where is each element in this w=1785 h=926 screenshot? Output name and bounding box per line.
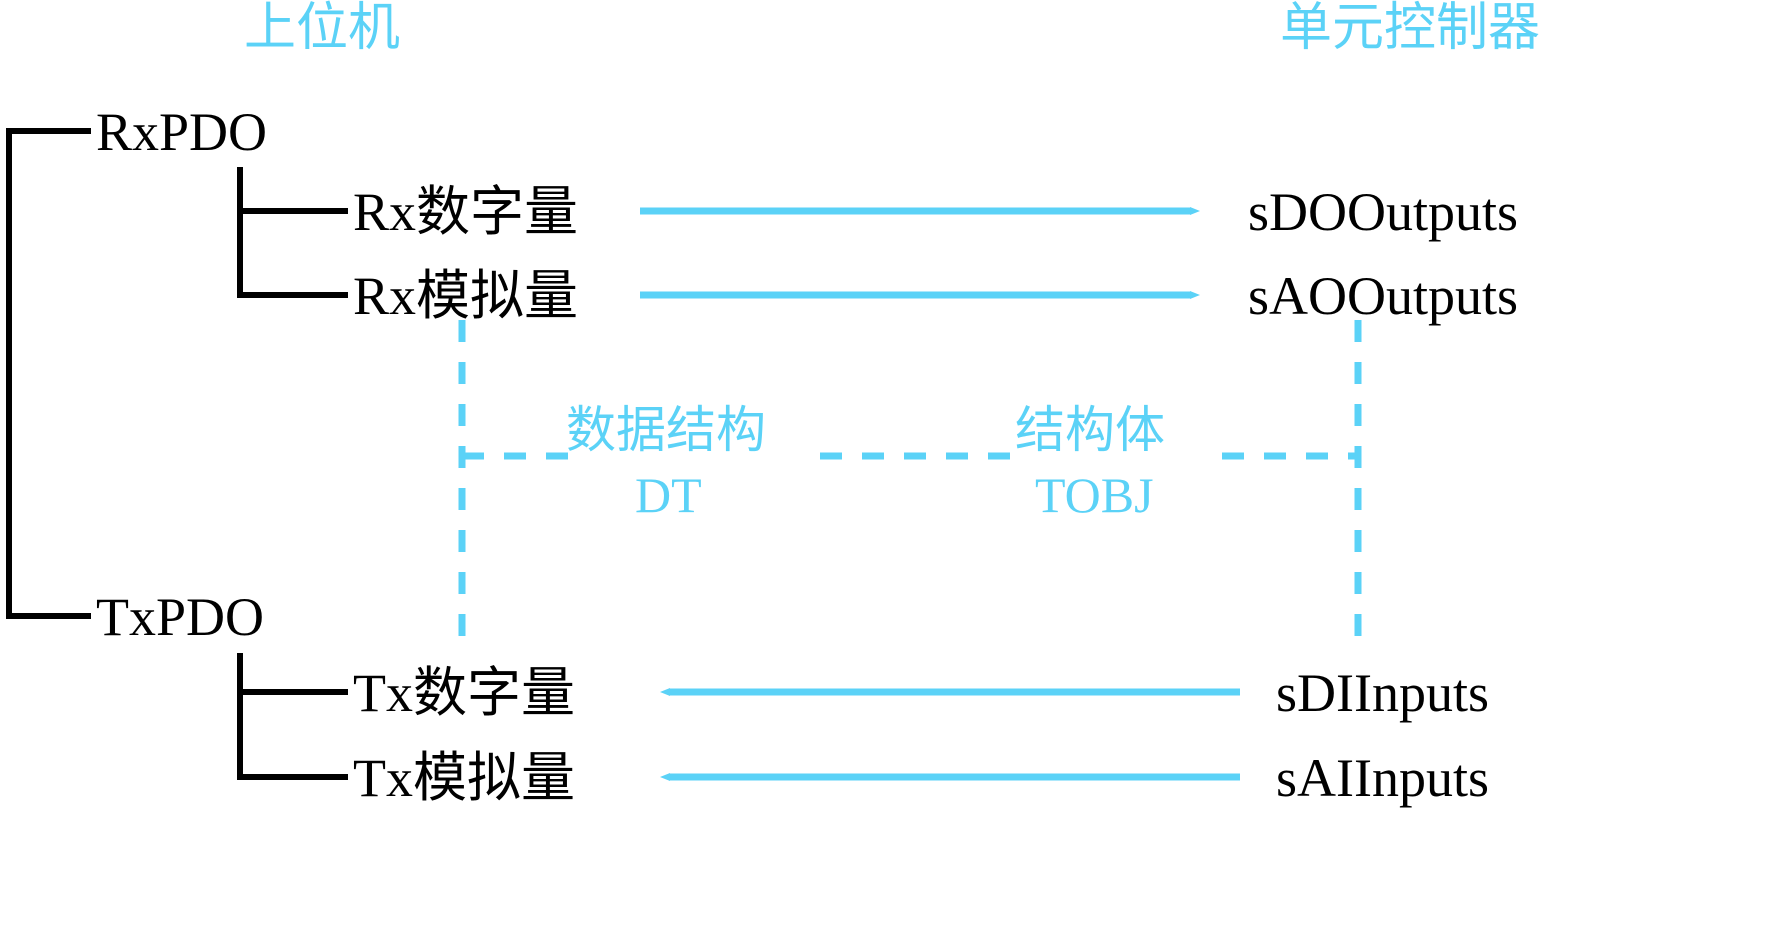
right-node-saiinputs[interactable]: sAIInputs bbox=[1276, 748, 1489, 808]
tree-node-tx-digital[interactable]: Tx数字量 bbox=[353, 663, 575, 723]
tree-node-tx-analog[interactable]: Tx模拟量 bbox=[353, 748, 575, 808]
right-node-sdooutputs[interactable]: sDOOutputs bbox=[1248, 182, 1519, 242]
group-brackets bbox=[458, 320, 1362, 640]
tree-node-txpdo[interactable]: TxPDO bbox=[96, 587, 265, 647]
annotation-dt: DT bbox=[635, 467, 702, 523]
header-right: 单元控制器 bbox=[1280, 0, 1541, 57]
signal-arrows bbox=[640, 207, 1240, 781]
header-left: 上位机 bbox=[244, 0, 401, 57]
tree-node-rx-analog[interactable]: Rx模拟量 bbox=[353, 266, 579, 326]
right-node-saooutputs[interactable]: sAOOutputs bbox=[1248, 266, 1519, 326]
annotation-struct: 结构体 bbox=[1015, 402, 1165, 458]
tree-connectors bbox=[6, 128, 348, 780]
tree-node-rx-digital[interactable]: Rx数字量 bbox=[353, 182, 579, 242]
annotation-tobj: TOBJ bbox=[1035, 467, 1154, 523]
tree-node-rxpdo[interactable]: RxPDO bbox=[96, 102, 268, 162]
right-node-sdiinputs[interactable]: sDIInputs bbox=[1276, 663, 1489, 723]
annotation-data-structure: 数据结构 bbox=[566, 402, 766, 458]
